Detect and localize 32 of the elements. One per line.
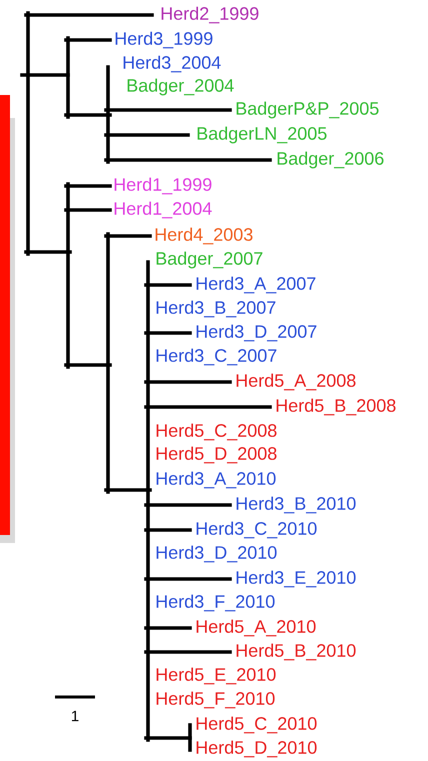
leaf-label: Badger_2006 xyxy=(278,152,384,168)
leaf-label: Herd3_B_2007 xyxy=(156,300,276,318)
leaf-label: Badger_2004 xyxy=(128,78,234,96)
leaf-label: Herd2_1999 xyxy=(162,6,258,24)
leaf-label: Herd3_1999 xyxy=(116,32,212,48)
leaf-label: Herd5_A_2010 xyxy=(196,620,316,636)
leaf-label: Herd5_C_2008 xyxy=(156,424,276,440)
leaf-label: Herd5_E_2010 xyxy=(156,668,276,684)
leaf-label: Herd1_2004 xyxy=(114,202,212,218)
leaf-label: Herd3_E_2010 xyxy=(236,570,356,588)
leaf-label: Badger_2007 xyxy=(156,252,262,268)
leaf-label: Herd5_D_2008 xyxy=(156,446,276,464)
leaf-label: Herd5_B_2008 xyxy=(276,398,396,416)
leaf-label: Herd3_2004 xyxy=(124,56,221,72)
leaf-label: Herd5_D_2010 xyxy=(196,740,317,758)
leaf-label: Herd5_A_2008 xyxy=(236,374,356,390)
leaf-label: Herd3_B_2010 xyxy=(236,496,356,514)
leaf-label: BadgerLN_2005 xyxy=(198,126,327,144)
leaf-label: Herd3_F_2010 xyxy=(156,594,275,612)
leaf-label: BadgerP&P_2005 xyxy=(236,102,379,118)
scale-label: 1 xyxy=(72,710,78,722)
leaf-label: Herd3_C_2007 xyxy=(156,348,276,366)
leaf-label: Herd5_F_2010 xyxy=(156,692,275,708)
leaf-label: Herd3_D_2010 xyxy=(156,546,277,562)
leaf-label: Herd3_D_2007 xyxy=(196,324,316,342)
leaf-label: Herd3_A_2010 xyxy=(156,472,276,488)
leaf-label: Herd4_2003 xyxy=(156,228,252,244)
leaf-label: Herd5_B_2010 xyxy=(236,644,356,660)
leaf-label: Herd1_1999 xyxy=(114,178,212,194)
leaf-label: Herd3_A_2007 xyxy=(196,276,316,294)
leaf-label: Herd5_C_2010 xyxy=(196,716,317,734)
leaf-label: Herd3_C_2010 xyxy=(196,522,317,538)
